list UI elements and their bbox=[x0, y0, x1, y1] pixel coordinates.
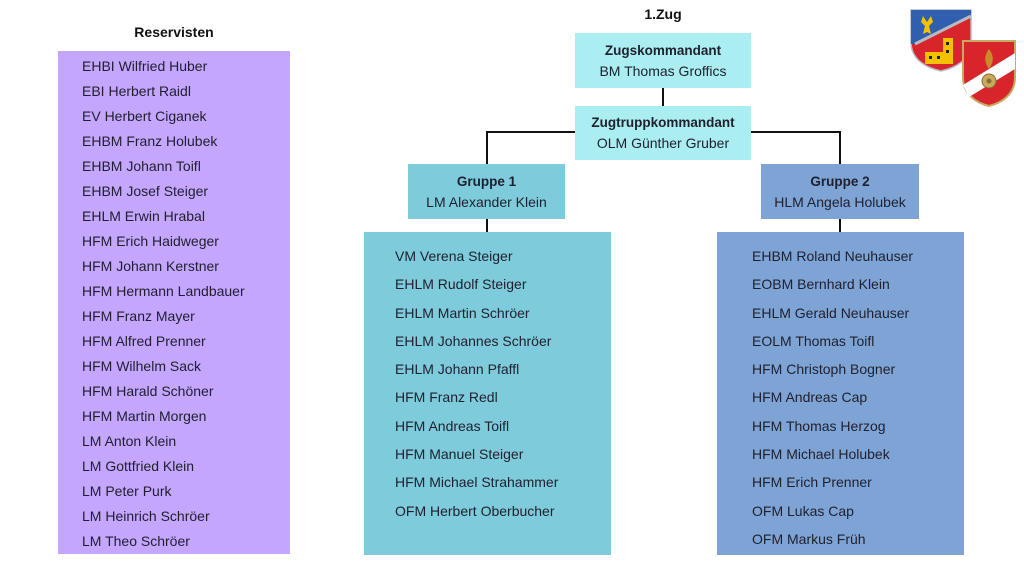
group-1-member-item: HFM Michael Strahammer bbox=[395, 474, 559, 491]
group-2-member-item: OFM Markus Früh bbox=[752, 530, 866, 547]
group-1-member-item: HFM Manuel Steiger bbox=[395, 446, 524, 463]
platoon-commander-name: BM Thomas Groffics bbox=[599, 62, 727, 79]
platoon-title: 1.Zug bbox=[644, 6, 682, 22]
troop-commander-node: Zugtruppkommandant OLM Günther Gruber bbox=[575, 106, 751, 160]
reserve-member-item: EHBM Josef Steiger bbox=[82, 183, 209, 199]
connector-group1-list bbox=[486, 219, 488, 232]
reserve-member-item: LM Anton Klein bbox=[82, 433, 177, 449]
group-1-member-item: OFM Herbert Oberbucher bbox=[395, 502, 555, 519]
group-2-member-item: HFM Michael Holubek bbox=[752, 446, 890, 463]
reserve-member-item: EBI Herbert Raidl bbox=[82, 83, 191, 99]
connector-commander-troop bbox=[662, 88, 664, 106]
platoon-commander-role: Zugskommandant bbox=[604, 42, 722, 58]
group-2-member-item: EOBM Bernhard Klein bbox=[752, 276, 890, 293]
group-1-leader: LM Alexander Klein bbox=[426, 193, 547, 210]
reserve-member-item: HFM Franz Mayer bbox=[82, 308, 195, 324]
troop-commander-name: OLM Günther Gruber bbox=[596, 135, 730, 151]
group-1-member-item: HFM Franz Redl bbox=[395, 389, 498, 406]
connector-left-drop bbox=[486, 131, 488, 164]
reserve-member-item: EHBM Franz Holubek bbox=[82, 133, 218, 149]
group-1-member-item: EHLM Rudolf Steiger bbox=[395, 276, 527, 293]
group-2-node: Gruppe 2 HLM Angela Holubek bbox=[761, 164, 919, 219]
reserve-member-item: LM Peter Purk bbox=[82, 483, 172, 499]
group-1-member-item: EHLM Martin Schröer bbox=[395, 304, 530, 321]
municipal-coat-of-arms-icon bbox=[910, 9, 972, 72]
reserve-member-item: HFM Wilhelm Sack bbox=[82, 358, 202, 374]
connector-troop-right bbox=[751, 131, 840, 133]
reserve-member-item: HFM Hermann Landbauer bbox=[82, 283, 245, 299]
group-2-role: Gruppe 2 bbox=[810, 173, 870, 189]
group-2-member-item: OFM Lukas Cap bbox=[752, 502, 854, 519]
group-2-member-item: HFM Erich Prenner bbox=[752, 474, 872, 491]
reserve-member-item: HFM Johann Kerstner bbox=[82, 258, 219, 274]
reserve-member-item: HFM Martin Morgen bbox=[82, 408, 207, 424]
group-1-member-item: EHLM Johann Pfaffl bbox=[395, 361, 520, 378]
troop-commander-role: Zugtruppkommandant bbox=[591, 115, 735, 130]
group-1-member-item: VM Verena Steiger bbox=[395, 248, 513, 264]
reserve-member-item: HFM Harald Schöner bbox=[82, 383, 214, 399]
reserve-member-item: EV Herbert Ciganek bbox=[82, 108, 207, 124]
fire-brigade-emblem-icon bbox=[962, 40, 1016, 107]
connector-right-drop bbox=[839, 131, 841, 164]
reserve-member-item: LM Heinrich Schröer bbox=[82, 508, 210, 524]
group-2-member-item: EHLM Gerald Neuhauser bbox=[752, 304, 910, 321]
group-2-leader: HLM Angela Holubek bbox=[774, 193, 906, 210]
group-2-member-item: EHBM Roland Neuhauser bbox=[752, 248, 914, 264]
group-1-member-item: EHLM Johannes Schröer bbox=[395, 332, 552, 349]
reserve-title: Reservisten bbox=[134, 24, 214, 40]
group-2-member-item: HFM Thomas Herzog bbox=[752, 417, 886, 434]
reserve-member-item: HFM Alfred Prenner bbox=[82, 333, 206, 349]
group-1-role: Gruppe 1 bbox=[456, 173, 517, 189]
reserve-member-item: LM Theo Schröer bbox=[82, 533, 190, 549]
connector-troop-left bbox=[486, 131, 575, 133]
connector-group2-list bbox=[839, 219, 841, 232]
group-2-member-item: EOLM Thomas Toifl bbox=[752, 332, 875, 349]
group-2-member-item: HFM Andreas Cap bbox=[752, 389, 868, 406]
reserve-member-item: EHBI Wilfried Huber bbox=[82, 58, 208, 74]
reserve-member-item: EHBM Johann Toifl bbox=[82, 158, 201, 174]
reserve-member-item: HFM Erich Haidweger bbox=[82, 233, 219, 249]
group-1-node: Gruppe 1 LM Alexander Klein bbox=[408, 164, 565, 219]
group-2-member-item: HFM Christoph Bogner bbox=[752, 361, 896, 378]
reserve-member-item: EHLM Erwin Hrabal bbox=[82, 208, 205, 224]
reserve-member-item: LM Gottfried Klein bbox=[82, 458, 195, 474]
group-1-member-item: HFM Andreas Toifl bbox=[395, 417, 510, 434]
platoon-commander-node: Zugskommandant BM Thomas Groffics bbox=[575, 33, 751, 88]
